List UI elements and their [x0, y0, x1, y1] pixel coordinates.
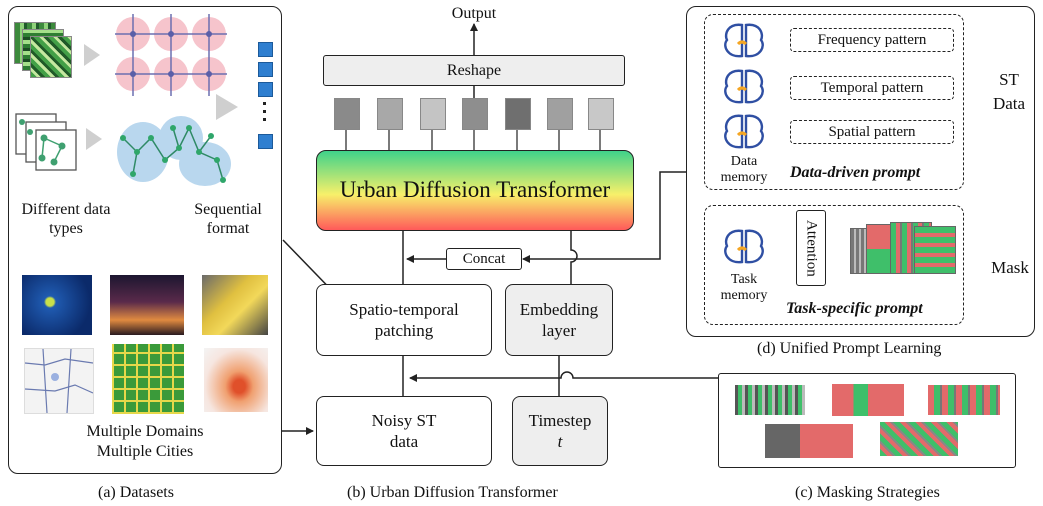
- different-data-types-label: Different data types: [21, 201, 111, 238]
- timestep-box: Timestep t: [512, 396, 608, 466]
- mask-pattern-2: [832, 384, 904, 416]
- data-memory-line1: Data: [730, 154, 758, 169]
- mask-label: Mask: [991, 258, 1029, 277]
- brain-icon: [722, 22, 766, 60]
- graph-data-stack: [14, 112, 80, 172]
- st-data-label-line1: ST: [999, 70, 1019, 89]
- token-links: [345, 130, 601, 150]
- mask-pattern-5: [880, 422, 958, 456]
- frequency-pattern-box: Frequency pattern: [790, 28, 954, 52]
- token-3: [420, 98, 446, 130]
- concat-box: Concat: [446, 248, 522, 270]
- sequential-token-stack: [258, 42, 273, 160]
- traffic-grid-thumbnail: [112, 344, 184, 414]
- flow-heatmap-thumbnail: [204, 348, 268, 412]
- token-7: [588, 98, 614, 130]
- task-memory-line1: Task: [730, 272, 758, 287]
- timestep-label: Timestep: [528, 410, 592, 430]
- road-map-thumbnail: [24, 348, 94, 414]
- token-row: [334, 98, 624, 130]
- output-label: Output: [451, 5, 497, 22]
- task-specific-prompt-label: Task-specific prompt: [786, 300, 923, 317]
- st-data-label-line2: Data: [992, 94, 1026, 113]
- spatial-pattern-box: Spatial pattern: [790, 120, 954, 144]
- brain-icon: [722, 228, 766, 266]
- right-arrow-icon: [86, 128, 102, 150]
- mask-frames-icon: [850, 222, 960, 278]
- token-5: [505, 98, 531, 130]
- attention-label: Attention: [803, 219, 820, 277]
- taxi-thumbnail: [202, 275, 268, 335]
- mask-pattern-4: [765, 424, 853, 458]
- data-driven-prompt-label: Data-driven prompt: [790, 164, 921, 181]
- reshape-box: Reshape: [323, 55, 625, 86]
- satellite-map-thumbnail: [22, 275, 92, 335]
- transformer-embedding-link: [570, 231, 578, 284]
- spatio-temporal-patching-box: Spatio-temporal patching: [316, 284, 492, 356]
- city-night-thumbnail: [110, 275, 184, 335]
- domains-line2: Multiple Cities: [96, 443, 194, 460]
- noisy-st-data-box: Noisy ST data: [316, 396, 492, 466]
- caption-masking: (c) Masking Strategies: [795, 484, 940, 501]
- urban-diffusion-transformer-box: Urban Diffusion Transformer: [316, 150, 634, 231]
- domains-line1: Multiple Domains: [86, 423, 204, 440]
- attention-box: Attention: [796, 210, 826, 286]
- token-1: [334, 98, 360, 130]
- data-driven-prompt-box: [704, 14, 964, 190]
- graph-illustration: [115, 108, 233, 190]
- caption-udt: (b) Urban Diffusion Transformer: [347, 484, 558, 501]
- token-2: [377, 98, 403, 130]
- big-arrow-icon: [216, 94, 238, 120]
- task-specific-prompt-box: [704, 205, 964, 325]
- token-6: [547, 98, 573, 130]
- temporal-pattern-box: Temporal pattern: [790, 76, 954, 100]
- mask-pattern-3: [928, 385, 1000, 415]
- masking-arrow: [409, 371, 718, 382]
- brain-icon: [722, 68, 766, 106]
- grid-graph-illustration: [115, 14, 227, 96]
- sequential-format-label: Sequential format: [194, 201, 262, 238]
- caption-prompt-learning: (d) Unified Prompt Learning: [757, 340, 942, 357]
- caption-datasets: (a) Datasets: [98, 484, 174, 501]
- timestep-symbol: t: [557, 432, 563, 451]
- task-memory-line2: memory: [720, 288, 768, 303]
- brain-icon: [722, 113, 766, 151]
- grid-data-stack: [14, 22, 74, 82]
- data-memory-line2: memory: [720, 170, 768, 185]
- right-arrow-icon: [84, 44, 100, 66]
- prompt-to-concat-arrow: [522, 171, 686, 263]
- embedding-layer-box: Embedding layer: [505, 284, 613, 356]
- token-4: [462, 98, 488, 130]
- prompt-learning-panel: [686, 6, 1035, 337]
- mask-pattern-1: [735, 385, 805, 415]
